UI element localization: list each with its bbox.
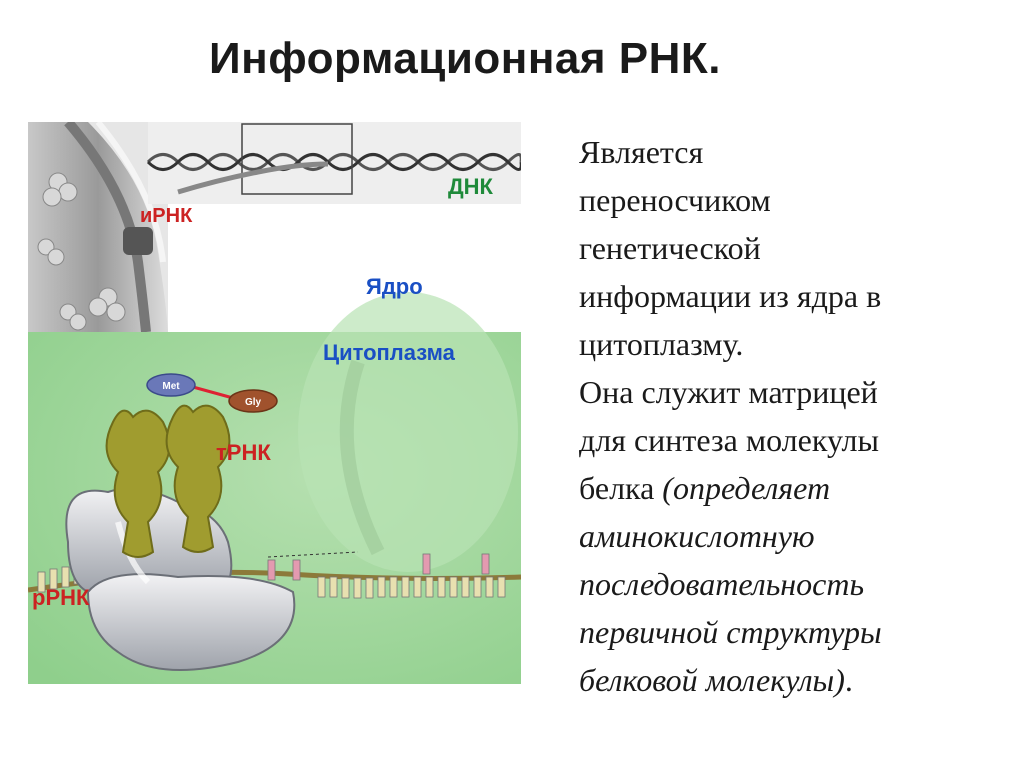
mrna-label: иРНК [140,205,193,227]
text-line: Она служит матрицей [579,368,999,416]
text-line: генетической [579,224,999,272]
gly-label: Gly [245,397,262,408]
text-line: информации из ядра в [579,272,999,320]
rrna-label: рРНК [32,585,90,610]
final-period: . [845,662,853,698]
text-line: белка (определяет [579,464,999,512]
trna-label: тРНК [216,440,271,465]
cytoplasm-label: Цитоплазма [323,340,456,365]
text-italic: белковой молекулы) [579,662,845,698]
text-line-italic: аминокислотную [579,512,999,560]
slide-title: Информационная РНК. [0,34,930,84]
rna-diagram: Met Gly иРНК ДНК Ядро Цитоплазма тРНК рР… [28,122,521,684]
nuclear-membrane [28,122,168,332]
dna-label: ДНК [448,174,494,199]
met-label: Met [162,381,180,392]
text-line: переносчиком [579,176,999,224]
text-line: белковой молекулы). [579,656,999,704]
text-italic: (определяет [662,470,830,506]
text-plain: белка [579,470,662,506]
text-line: Является [579,128,999,176]
text-line: для синтеза молекулы [579,416,999,464]
description-text: Является переносчиком генетической инфор… [579,128,999,704]
nucleus-label: Ядро [366,274,423,299]
text-line-italic: первичной структуры [579,608,999,656]
text-line: цитоплазму. [579,320,999,368]
text-line-italic: последовательность [579,560,999,608]
